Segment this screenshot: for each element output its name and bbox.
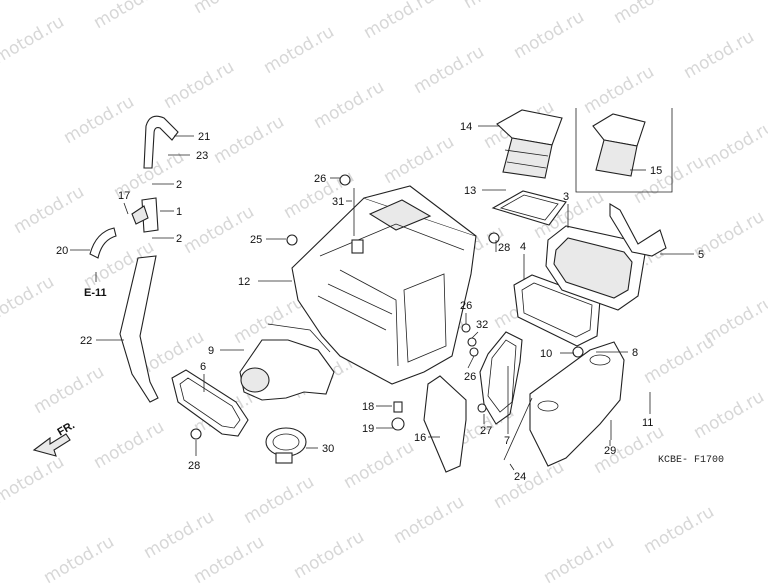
callout-25: 25 <box>250 234 262 246</box>
guard-part <box>423 375 467 473</box>
leader-lines <box>70 125 694 471</box>
callout-2: 2 <box>176 179 182 191</box>
air-cleaner-case <box>291 185 477 385</box>
callout-24: 24 <box>514 471 526 483</box>
leader-line <box>509 463 515 471</box>
callout-4: 4 <box>520 241 526 253</box>
front-arrow <box>32 433 71 457</box>
callout-9: 9 <box>208 345 214 357</box>
callout-31: 31 <box>332 196 344 208</box>
callout-29: 29 <box>604 445 616 457</box>
connecting-tube-part <box>239 323 335 401</box>
callout-19: 19 <box>362 423 374 435</box>
callout-28: 28 <box>498 242 510 254</box>
callout-5: 5 <box>698 249 704 261</box>
callout-2: 2 <box>176 233 182 245</box>
callout-3: 3 <box>563 191 569 203</box>
callout-32: 32 <box>476 319 488 331</box>
callout-28: 28 <box>188 460 200 472</box>
callout-26: 26 <box>460 300 472 312</box>
callout-12: 12 <box>238 276 250 288</box>
callout-16: 16 <box>414 432 426 444</box>
leader-line <box>123 202 129 215</box>
leader-line <box>471 331 479 339</box>
callout-7: 7 <box>504 435 510 447</box>
callout-8: 8 <box>632 347 638 359</box>
side-cover-part <box>529 341 625 467</box>
callout-26: 26 <box>314 173 326 185</box>
callout-22: 22 <box>80 335 92 347</box>
callout-21: 21 <box>198 131 210 143</box>
callout-14: 14 <box>460 121 472 133</box>
air-filter-element-part <box>545 225 646 311</box>
callout-10: 10 <box>540 348 552 360</box>
gasket-part <box>491 190 567 226</box>
callout-23: 23 <box>196 150 208 162</box>
tube-gasket-part <box>171 369 249 437</box>
callout-13: 13 <box>464 185 476 197</box>
callout-11: 11 <box>642 417 653 429</box>
callout-6: 6 <box>200 361 206 373</box>
diagram-code: KCBE- F1700 <box>658 455 724 466</box>
callout-20: 20 <box>56 245 68 257</box>
element-holder-part <box>609 203 667 257</box>
callout-18: 18 <box>362 401 374 413</box>
air-duct-part <box>496 109 563 179</box>
leader-line <box>467 355 475 369</box>
callout-1: 1 <box>176 206 182 218</box>
hose-band-part <box>265 427 307 464</box>
front-label: FR. <box>56 419 77 438</box>
hardware-parts <box>190 174 612 461</box>
reference-label: E-11 <box>84 287 107 299</box>
callout-27: 27 <box>480 425 492 437</box>
holder-ring-part <box>479 331 523 425</box>
callout-17: 17 <box>118 190 130 202</box>
inset-frame <box>575 108 673 193</box>
callout-15: 15 <box>650 165 662 177</box>
callout-30: 30 <box>322 443 334 455</box>
breather-hoses-part <box>89 115 179 403</box>
air-duct-inset-part <box>592 113 646 177</box>
callout-26: 26 <box>464 371 476 383</box>
